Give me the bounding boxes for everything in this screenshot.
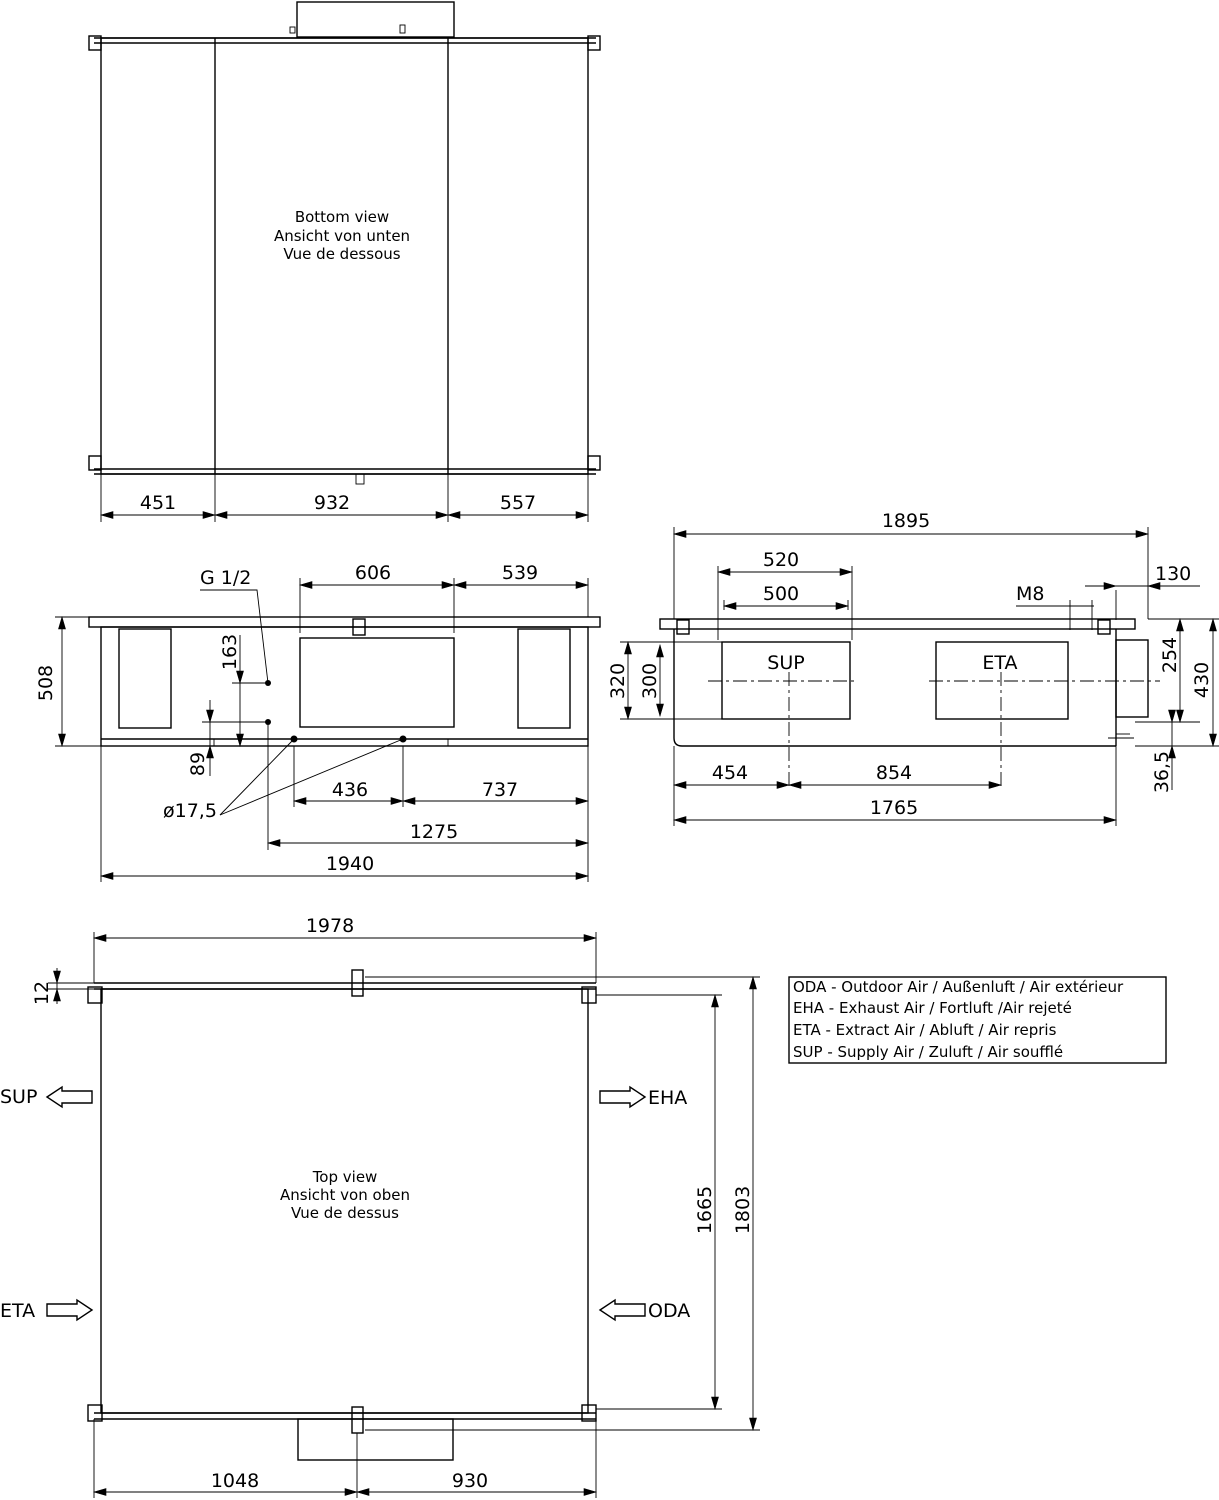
dimension-932: 932 [314, 492, 350, 514]
dimension-430: 430 [1191, 662, 1213, 698]
side-view: SUP ETA 1895 520 500 M8 130 320 [607, 510, 1219, 826]
dimension-1765: 1765 [870, 797, 918, 819]
top-view-title-fr: Vue de dessus [291, 1204, 399, 1222]
dimension-12: 12 [31, 981, 53, 1005]
dimension-500: 500 [763, 583, 799, 605]
arrow-right-icon [46, 1298, 94, 1322]
port-label-eha: EHA [648, 1087, 687, 1109]
bottom-view-title-en: Bottom view [295, 208, 389, 226]
bottom-view-title-de: Ansicht von unten [274, 227, 410, 245]
dimension-1895: 1895 [882, 510, 930, 532]
dimension-451: 451 [140, 492, 176, 514]
top-view: Top view Ansicht von oben Vue de dessus … [0, 915, 760, 1498]
dimension-557: 557 [500, 492, 536, 514]
dimension-930: 930 [452, 1470, 488, 1492]
top-view-title-en: Top view [312, 1168, 378, 1186]
dimension-1665: 1665 [694, 1186, 716, 1234]
legend-sup: SUP - Supply Air / Zuluft / Air soufflé [793, 1043, 1063, 1061]
dimension-454: 454 [712, 762, 748, 784]
dimension-36-5: 36,5 [1151, 751, 1173, 793]
legend-eta: ETA - Extract Air / Abluft / Air repris [793, 1021, 1057, 1039]
dimension-539: 539 [502, 562, 538, 584]
dimension-130: 130 [1155, 563, 1191, 585]
label-m8: M8 [1016, 583, 1044, 605]
bottom-view: Bottom view Ansicht von unten Vue de des… [88, 1, 601, 522]
bottom-view-title-fr: Vue de dessous [283, 245, 400, 263]
dimension-737: 737 [482, 779, 518, 801]
dimension-1940: 1940 [326, 853, 374, 875]
dimension-89: 89 [187, 752, 209, 776]
legend-eha: EHA - Exhaust Air / Fortluft /Air rejeté [793, 999, 1072, 1017]
dimension-1978: 1978 [306, 915, 354, 937]
label-g-half: G 1/2 [200, 567, 251, 589]
port-label-sup: SUP [0, 1086, 37, 1108]
dimension-1048: 1048 [211, 1470, 259, 1492]
front-view: 606 539 G 1/2 508 163 89 ø17,5 436 73 [35, 562, 601, 882]
dimension-254: 254 [1159, 637, 1181, 673]
arrow-right-icon [599, 1085, 647, 1109]
label-drain-diameter: ø17,5 [163, 800, 217, 822]
dimension-300: 300 [639, 663, 661, 699]
dimension-508: 508 [35, 665, 57, 701]
dimension-163: 163 [219, 634, 241, 670]
side-label-eta: ETA [982, 652, 1017, 674]
legend: ODA - Outdoor Air / Außenluft / Air exté… [788, 976, 1167, 1064]
dimension-1803: 1803 [732, 1186, 754, 1234]
top-view-title-de: Ansicht von oben [280, 1186, 410, 1204]
arrow-left-icon [45, 1085, 93, 1109]
legend-oda: ODA - Outdoor Air / Außenluft / Air exté… [793, 978, 1124, 996]
side-label-sup: SUP [767, 652, 804, 674]
dimension-436: 436 [332, 779, 368, 801]
dimension-320: 320 [607, 663, 629, 699]
arrow-left-icon [598, 1298, 646, 1322]
dimension-854: 854 [876, 762, 912, 784]
dimension-1275: 1275 [410, 821, 458, 843]
dimension-520: 520 [763, 549, 799, 571]
port-label-eta: ETA [0, 1300, 35, 1322]
port-label-oda: ODA [648, 1300, 690, 1322]
dimension-606: 606 [355, 562, 391, 584]
